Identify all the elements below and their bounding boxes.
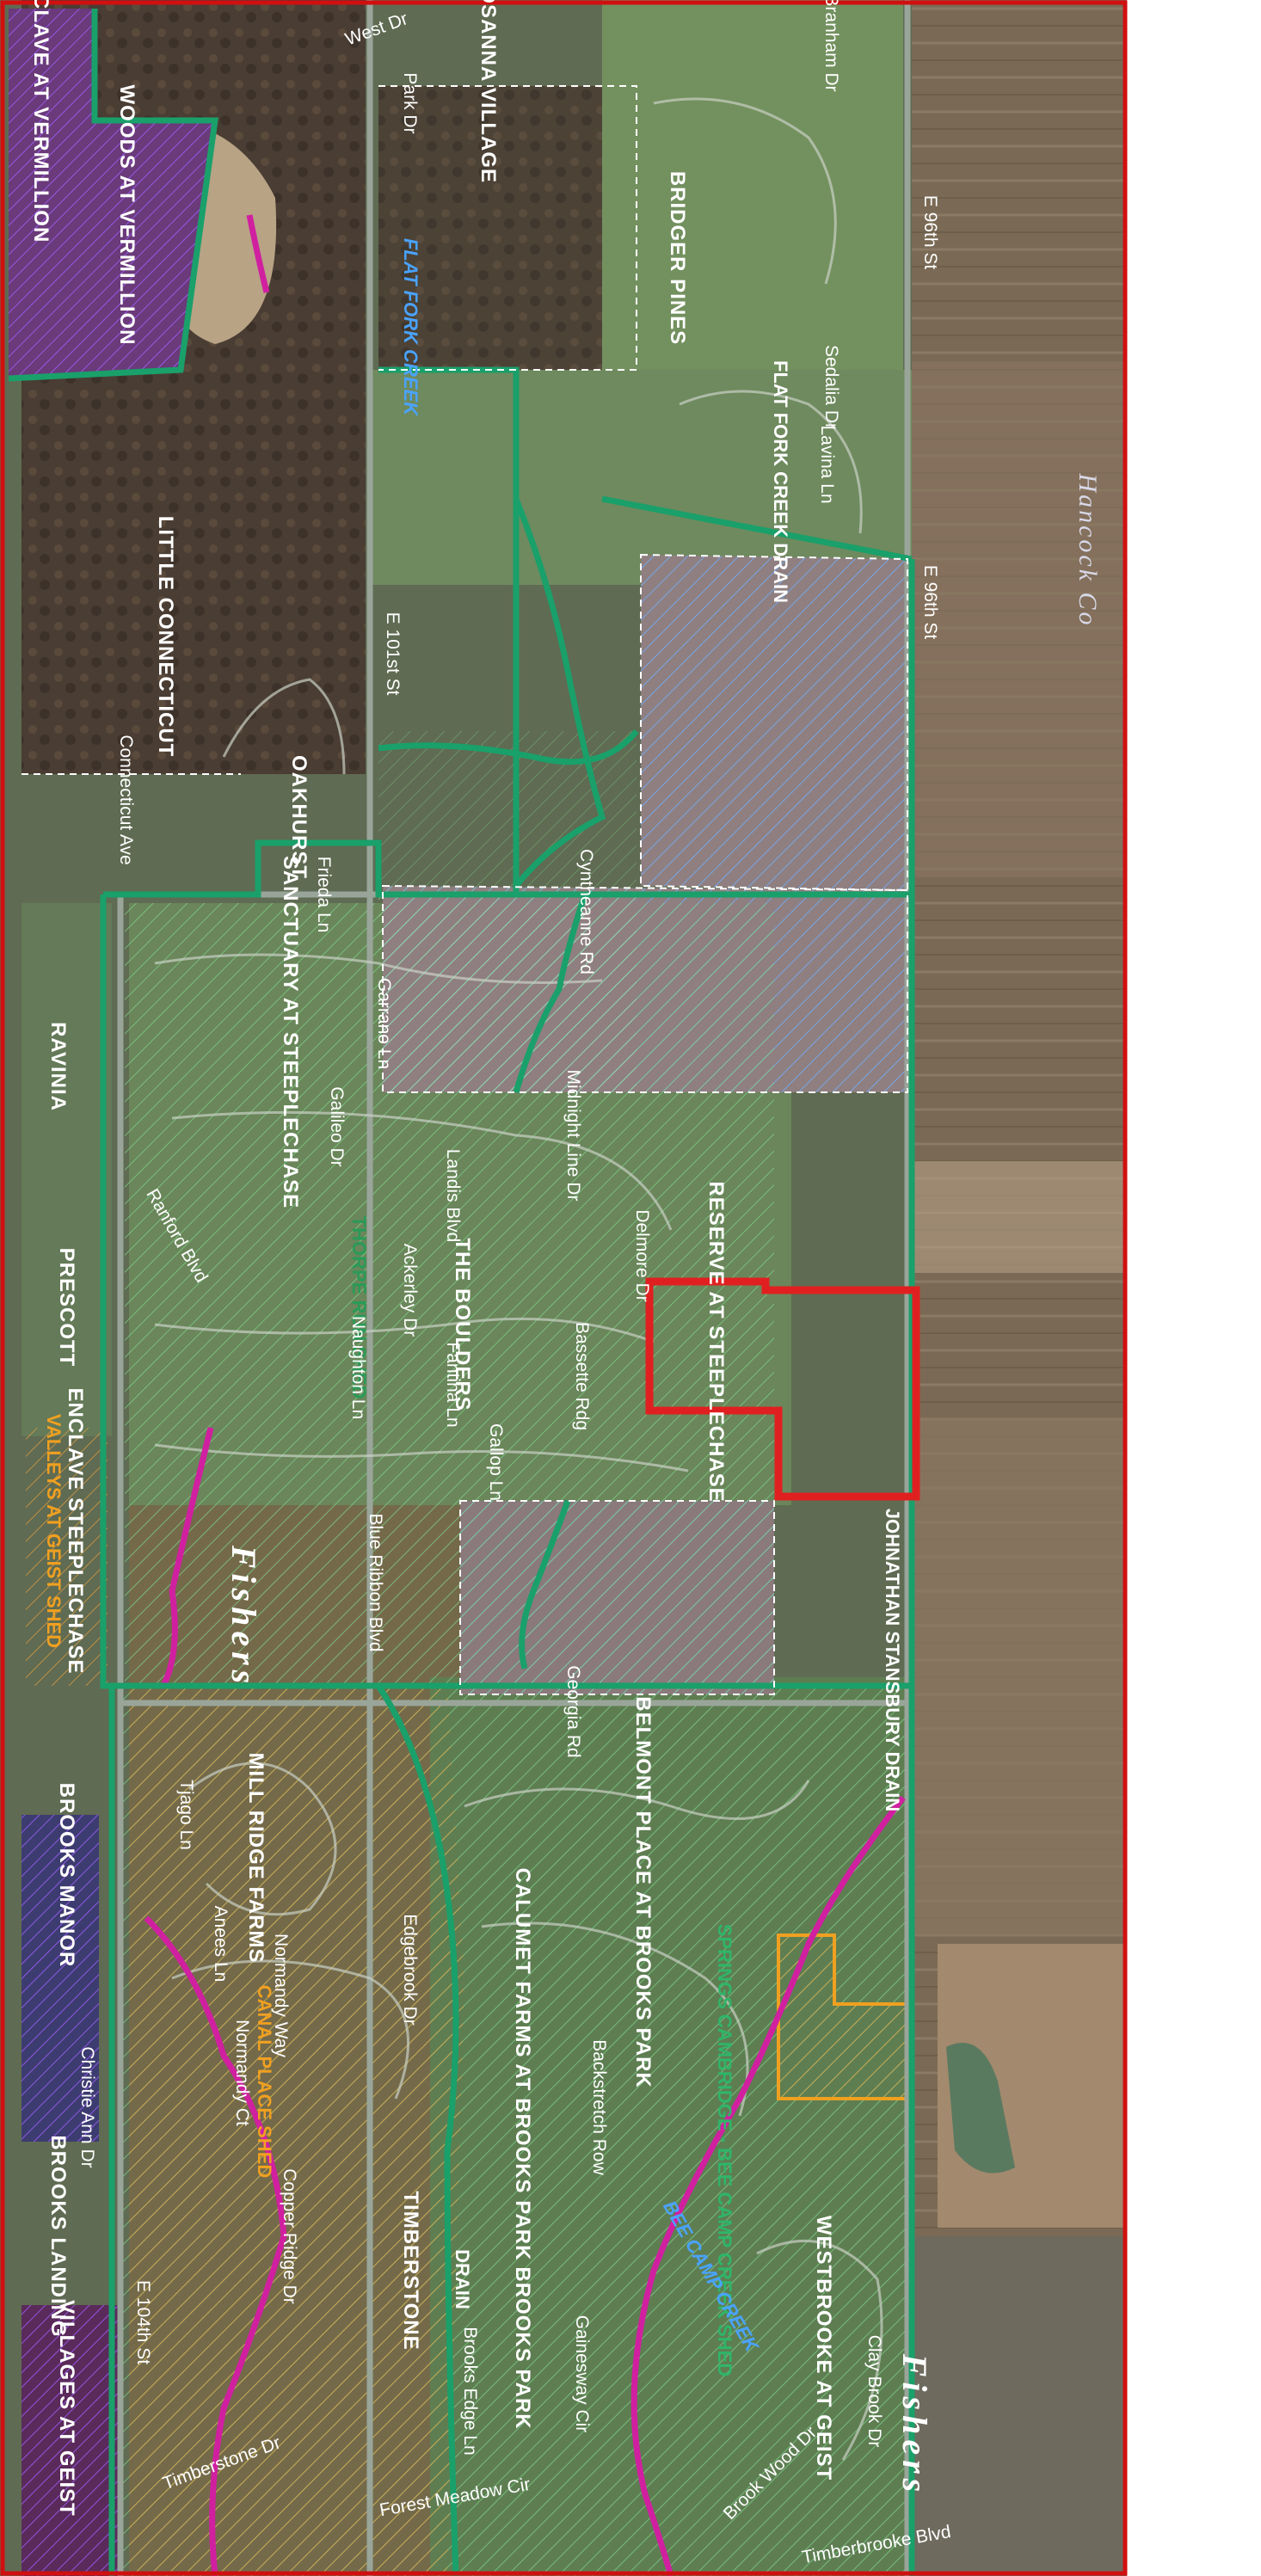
thorpe-run-shed-hatch <box>125 903 774 1686</box>
road-gainesway: Gainesway Cir <box>572 2315 592 2433</box>
road-gallop: Gallop Ln <box>486 1423 506 1501</box>
label-belmont-place: BELMONT PLACE AT BROOKS PARK <box>631 1696 655 2088</box>
road-e96-mid: E 96th St <box>920 565 940 640</box>
road-galileo: Galileo Dr <box>327 1086 347 1166</box>
label-reserve-at-steeplechase: RESERVE AT STEEPLECHASE <box>704 1181 728 1502</box>
label-westbrooke: WESTBROOKE AT GEIST <box>812 2216 835 2481</box>
residential-area <box>370 370 912 585</box>
label-enclave-vermillion: ENCLAVE AT VERMILLION <box>29 0 52 243</box>
villages-geist-hatch <box>22 2305 120 2576</box>
label-flat-fork-creek-drain: FLAT FORK CREEK DRAIN <box>770 360 791 603</box>
label-johnathan-stansbury-drain: JOHNATHAN STANSBURY DRAIN <box>882 1509 903 1811</box>
road-anees: Anees Ln <box>211 1906 231 1983</box>
label-rosanna-village: ROSANNA VILLAGE <box>477 0 500 183</box>
road-copper-ridge: Copper Ridge Dr <box>280 2168 299 2304</box>
orange-parcel <box>778 1935 912 2099</box>
city-label-fishers: Fishers <box>225 1545 263 1689</box>
label-the-boulders: THE BOULDERS <box>451 1238 474 1411</box>
field-patch <box>912 1161 1127 1273</box>
road-edgebrook: Edgebrook Dr <box>400 1914 420 2026</box>
canal-place-shed-hatch <box>129 1686 464 2576</box>
road-e96-top: E 96th St <box>920 195 940 270</box>
field-patch <box>912 361 1127 877</box>
road-tjago: Tjago Ln <box>176 1780 196 1850</box>
road-sedalia: Sedalia Dr <box>821 345 841 429</box>
label-ravinia: RAVINIA <box>46 1022 70 1111</box>
parcel-boundaries <box>22 85 908 1695</box>
road-connecticut: Connecticut Ave <box>116 735 136 864</box>
map-frame <box>0 0 1128 2576</box>
field-patch <box>912 2236 1127 2576</box>
road-christie-ann: Christie Ann Dr <box>77 2046 97 2167</box>
label-villages-geist: VILLAGES AT GEIST <box>55 2300 78 2517</box>
road-landis: Landis Blvd <box>443 1149 463 1243</box>
label-thorpe-run-shed: THORPE RUN SHED <box>348 1216 370 1399</box>
label-prescott: PRESCOTT <box>55 1248 78 1368</box>
label-brooks-manor: BROOKS MANOR <box>55 1783 78 1968</box>
pond <box>946 2043 1015 2173</box>
road-e104: E 104th St <box>133 2280 153 2364</box>
field-patch <box>912 1419 1127 1935</box>
label-drain: DRAIN <box>452 2249 473 2309</box>
road-lavina: Lavina Ln <box>817 425 837 503</box>
road-clay-brook: Clay Brook Dr <box>864 2335 884 2448</box>
label-valleys-geist-shed: VALLEYS AT GEIST SHED <box>43 1414 65 1648</box>
road-naughton: Naughton Ln <box>348 1316 368 1419</box>
road-cyntheanne: Cyntheanne Rd <box>576 849 596 974</box>
road-e101: E 101st St <box>383 612 403 696</box>
vermillion-hatch <box>9 9 215 378</box>
residential-area <box>22 903 112 1436</box>
road-ackerley: Ackerley Dr <box>400 1244 420 1337</box>
label-sanctuary: SANCTUARY AT STEEPLECHASE <box>279 856 302 1208</box>
label-mill-ridge-farms: MILL RIDGE FARMS <box>244 1753 268 1964</box>
city-label-fishers-south: Fishers <box>895 2353 934 2498</box>
label-timberstone: TIMBERSTONE <box>399 2191 422 2350</box>
road-midnight-line: Midnight Line Dr <box>563 1070 583 1202</box>
brooks-hatch <box>22 1815 99 2142</box>
field-hatch <box>641 555 907 890</box>
label-flat-fork-creek: FLAT FORK CREEK <box>400 238 421 417</box>
road-garrano: Garrano Ln <box>374 978 394 1069</box>
road-fantina: Fantina Ln <box>443 1342 463 1427</box>
page-margin <box>1127 0 1261 2576</box>
label-canal-place-shed: CANAL PLACE SHED <box>254 1985 275 2179</box>
road-frieda: Frieda Ln <box>314 857 334 933</box>
road-blue-ribbon: Blue Ribbon Blvd <box>366 1513 385 1651</box>
shed-hatch <box>378 895 637 1092</box>
road-normandy-ct: Normandy Ct <box>232 2020 252 2126</box>
woods-area <box>378 86 637 370</box>
road-park-dr: Park Dr <box>400 72 420 133</box>
road-brooks-edge: Brooks Edge Ln <box>460 2327 480 2455</box>
label-woods-vermillion: WOODS AT VERMILLION <box>115 85 138 346</box>
label-brooks-landing: BROOKS LANDING <box>46 2135 70 2337</box>
label-bridger-pines: BRIDGER PINES <box>666 171 689 345</box>
label-enclave-steeplechase: ENCLAVE STEEPLECHASE <box>64 1388 87 1675</box>
road-georgia: Georgia Rd <box>563 1665 583 1757</box>
local-streets <box>154 97 883 2461</box>
road-delmore: Delmore Dr <box>632 1209 652 1301</box>
creek-lines <box>144 214 906 2576</box>
road-bassette: Bassette Rdg <box>572 1322 592 1430</box>
label-little-connecticut: LITTLE CONNECTICUT <box>154 516 177 758</box>
watershed-boundaries <box>8 9 915 2576</box>
valleys-geist-shed-hatch <box>26 1428 108 1686</box>
label-oakhurst: OAKHURST <box>287 755 311 879</box>
label-calumet-farms: CALUMET FARMS AT BROOKS PARK <box>511 1868 534 2261</box>
residential-area <box>602 0 903 370</box>
road-backstretch: Backstretch Row <box>589 2039 609 2175</box>
label-springs-cambridge-shed: SPRINGS CAMBRIDGE - BEE CAMP CREEK SHED <box>714 1924 735 2376</box>
label-brooks-park: BROOKS PARK <box>511 2266 534 2429</box>
shed-hatch <box>378 731 637 903</box>
road-normandy-way: Normandy Way <box>271 1934 291 2057</box>
county-label: Hancock Co <box>1073 472 1102 627</box>
road-branham-dr: Branham Dr <box>821 0 841 92</box>
reserve-at-steeplechase-boundary <box>645 1277 920 1501</box>
